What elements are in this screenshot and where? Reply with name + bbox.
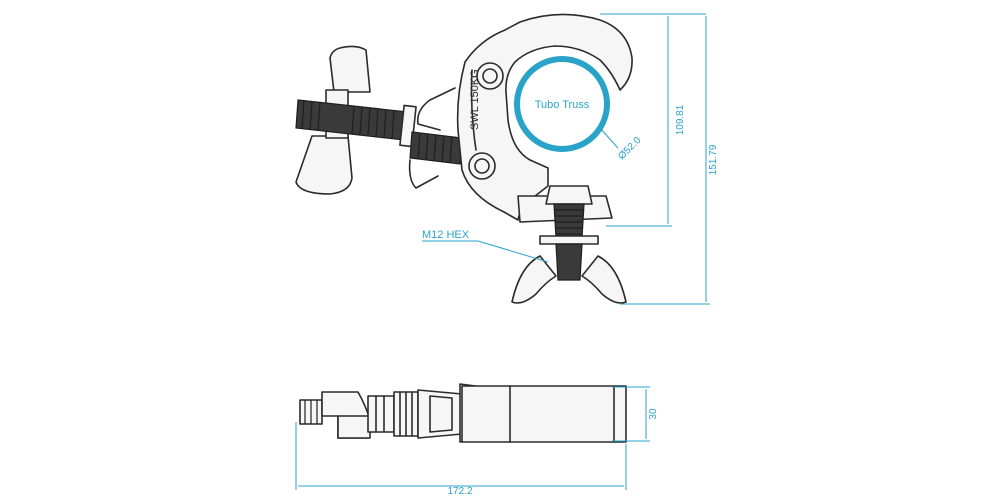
bottom-bolt-assembly <box>511 185 627 304</box>
dim-length: 172.2 <box>295 422 627 497</box>
dim-hook-height: 109.81 <box>600 13 706 227</box>
length-value: 172.2 <box>447 486 472 497</box>
total-height-value: 151.79 <box>708 144 719 175</box>
dim-total-height: 151.79 <box>620 16 719 305</box>
hook-height-value: 109.81 <box>675 104 686 135</box>
clamp-side-view: SWL 150KG Tubo Truss Ø52.0 <box>295 13 719 305</box>
clamp-plan-view: 30 172.2 <box>295 383 659 497</box>
m12-hex-callout: M12 HEX <box>422 229 549 263</box>
diameter-label: Ø52.0 <box>616 135 643 162</box>
threaded-rod <box>295 99 463 165</box>
tube-label: Tubo Truss <box>535 99 590 111</box>
width-value: 30 <box>648 408 659 420</box>
dim-width: 30 <box>612 386 659 442</box>
m12-hex-label: M12 HEX <box>422 229 470 241</box>
swl-marking: SWL 150KG <box>469 69 481 130</box>
